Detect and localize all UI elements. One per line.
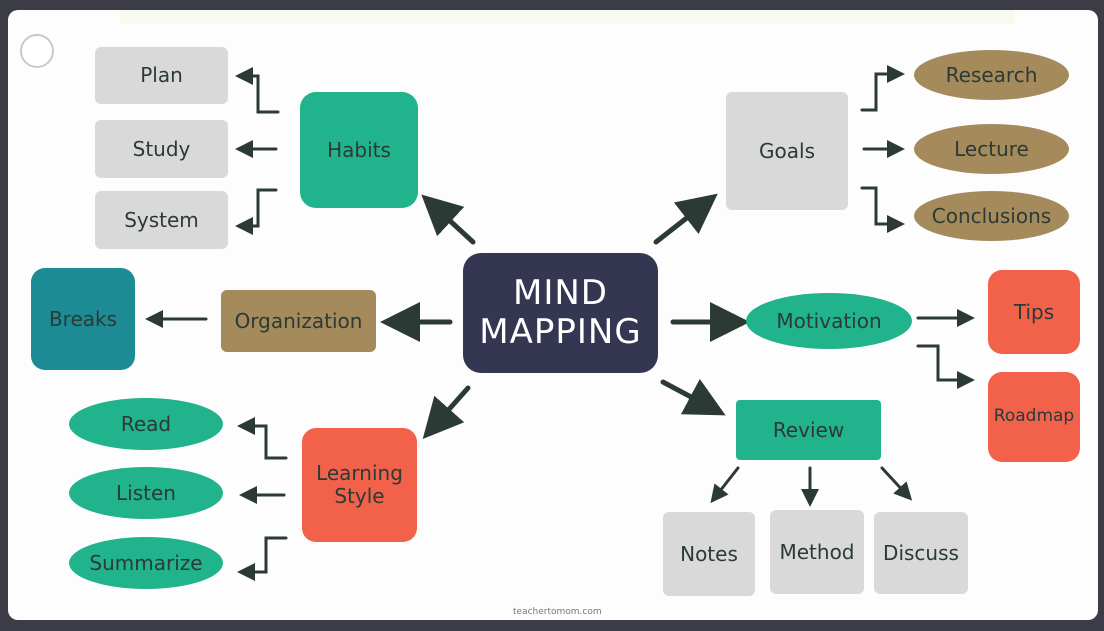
goals-node: Goals bbox=[726, 92, 848, 210]
learning-style-line1: Learning bbox=[316, 461, 403, 485]
method-node: Method bbox=[770, 510, 864, 594]
credit-text: teachertomom.com bbox=[513, 607, 602, 617]
arrow-to-roadmap bbox=[916, 344, 975, 389]
motivation-node: Motivation bbox=[746, 293, 912, 349]
central-node: MIND MAPPING bbox=[463, 253, 658, 373]
read-node: Read bbox=[69, 398, 223, 450]
top-strip bbox=[120, 10, 1015, 24]
lecture-node: Lecture bbox=[914, 124, 1069, 174]
central-node-line2: MAPPING bbox=[479, 312, 642, 352]
logo-icon bbox=[20, 34, 54, 68]
summarize-node: Summarize bbox=[69, 537, 223, 589]
arrow-to-habits bbox=[421, 194, 476, 245]
arrow-to-conclusions bbox=[860, 186, 905, 233]
plan-node: Plan bbox=[95, 47, 228, 104]
arrow-to-plan bbox=[235, 67, 280, 114]
system-node: System bbox=[95, 191, 228, 249]
arrow-to-notes bbox=[710, 466, 740, 504]
learning-style-node: Learning Style bbox=[302, 428, 417, 542]
research-node: Research bbox=[914, 50, 1069, 100]
central-node-line1: MIND bbox=[513, 272, 608, 313]
notes-node: Notes bbox=[663, 512, 755, 596]
learning-style-line2: Style bbox=[334, 484, 385, 508]
habits-node: Habits bbox=[300, 92, 418, 208]
review-node: Review bbox=[736, 400, 881, 460]
tips-node: Tips bbox=[988, 270, 1080, 354]
study-node: Study bbox=[95, 120, 228, 178]
discuss-node: Discuss bbox=[874, 512, 968, 594]
arrow-to-research bbox=[860, 65, 905, 112]
arrow-to-learning-style bbox=[422, 385, 471, 439]
breaks-node: Breaks bbox=[31, 268, 135, 370]
listen-node: Listen bbox=[69, 467, 223, 519]
conclusions-node: Conclusions bbox=[914, 191, 1069, 241]
arrow-to-review bbox=[660, 378, 726, 416]
organization-node: Organization bbox=[221, 290, 376, 352]
mind-map-canvas: MIND MAPPING Habits Plan Study System Go… bbox=[8, 10, 1098, 620]
arrow-to-system bbox=[235, 188, 278, 235]
arrow-to-summarize bbox=[237, 536, 288, 581]
roadmap-node: Roadmap bbox=[988, 372, 1080, 462]
arrow-to-goals bbox=[653, 193, 718, 245]
arrow-to-read bbox=[237, 417, 288, 460]
arrow-to-discuss bbox=[880, 466, 913, 501]
connector-arrows bbox=[145, 65, 975, 581]
